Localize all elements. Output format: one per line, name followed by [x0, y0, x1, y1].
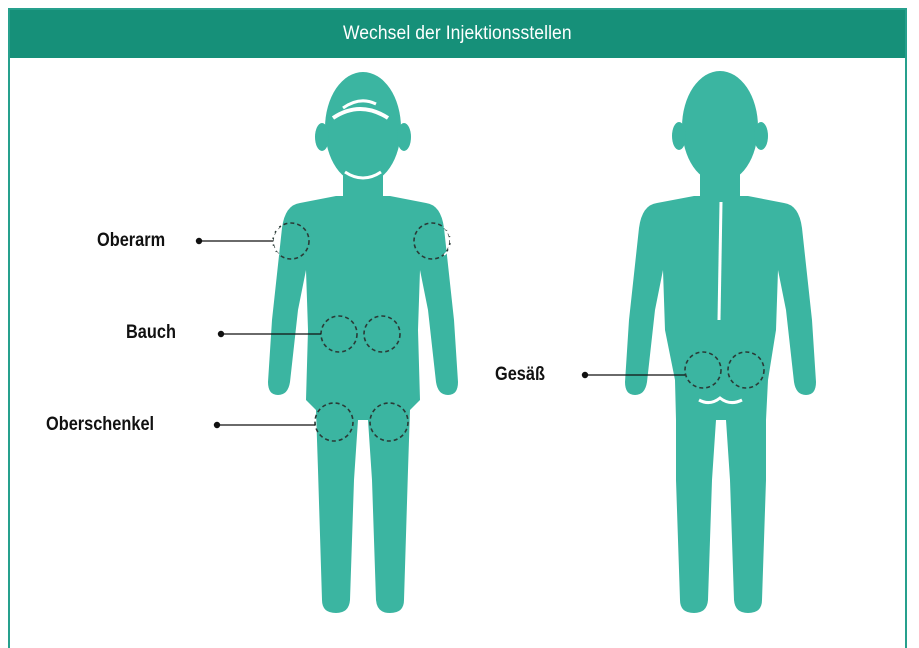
spine-line	[719, 202, 721, 320]
label-thigh: Oberschenkel	[46, 414, 154, 436]
front-view-figure	[268, 72, 458, 613]
back-view-figure	[625, 71, 816, 613]
body-silhouettes	[0, 0, 919, 634]
label-abdomen: Bauch	[126, 322, 176, 344]
label-upper-arm: Oberarm	[97, 230, 165, 252]
label-buttocks: Gesäß	[495, 364, 545, 386]
